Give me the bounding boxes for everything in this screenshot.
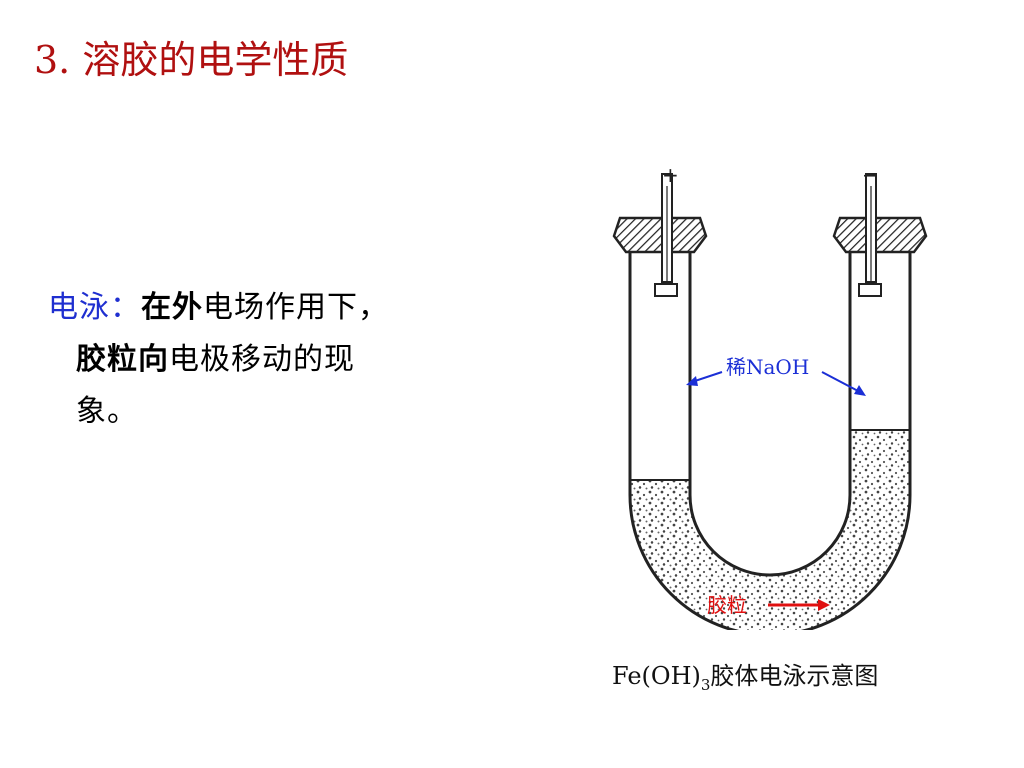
slide-title: 3. 溶胶的电学性质 (34, 38, 349, 82)
definition-text-3: 象。 (76, 394, 138, 429)
particle-arrow (768, 599, 830, 611)
left-stopper (612, 173, 708, 297)
electrophoresis-definition: 电泳：在外电场作用下， 胶粒向电极移动的现 象。 (48, 282, 488, 438)
naoh-arrow-right (821, 371, 866, 396)
caption-suffix: 胶体电泳示意图 (710, 662, 879, 690)
plus-sign: + (662, 163, 679, 187)
definition-bold-1: 在外 (141, 290, 203, 325)
u-tube (628, 252, 912, 630)
particle-label: 胶粒 (707, 593, 747, 617)
definition-term: 电泳： (48, 290, 141, 325)
minus-sign: − (862, 163, 879, 187)
right-stopper (832, 173, 928, 297)
naoh-arrow-left (686, 371, 723, 386)
definition-line-3: 象。 (48, 386, 488, 438)
caption-prefix: Fe(OH) (612, 662, 701, 690)
definition-line-2: 胶粒向电极移动的现 (48, 334, 488, 386)
caption-subscript: 3 (700, 675, 711, 694)
electrophoresis-diagram: + − 稀NaOH 胶粒 (612, 163, 928, 630)
colloid-fill (630, 429, 910, 630)
definition-text-2: 电极移动的现 (169, 342, 355, 377)
definition-text-1: 电场作用下， (203, 290, 389, 325)
naoh-label: 稀NaOH (726, 355, 809, 379)
diagram-caption: Fe(OH)3胶体电泳示意图 (612, 656, 878, 694)
definition-line-1: 电泳：在外电场作用下， (48, 282, 488, 334)
definition-bold-2: 胶粒向 (76, 342, 169, 377)
